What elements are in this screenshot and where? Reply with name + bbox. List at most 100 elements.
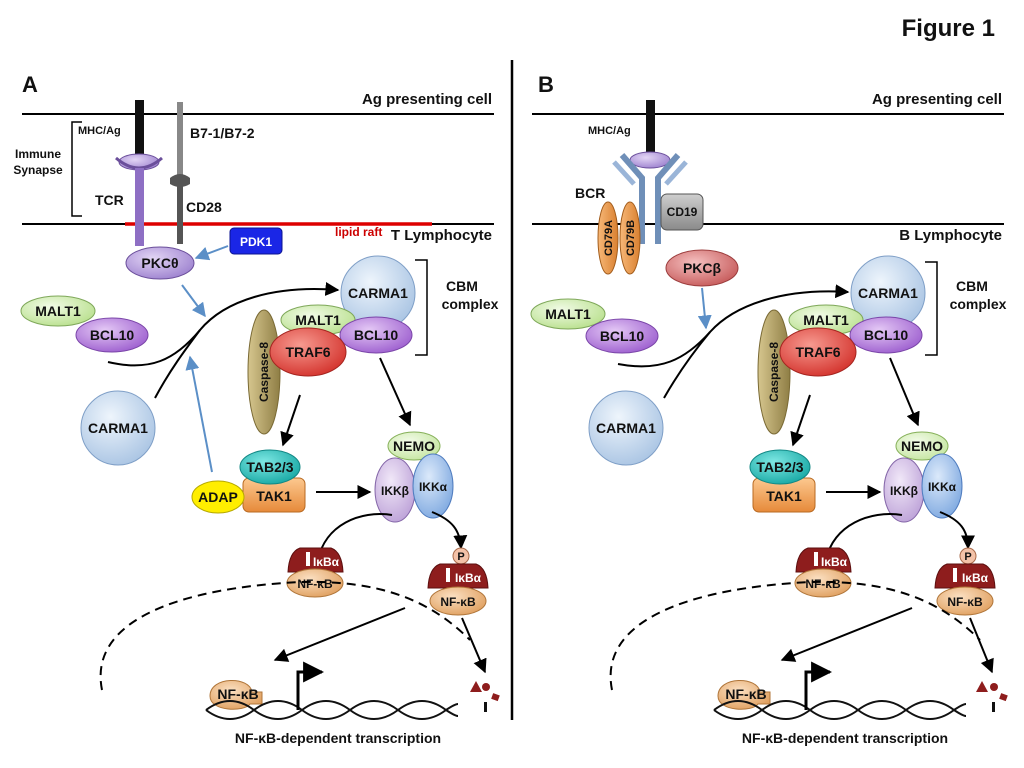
cd28-head: [170, 174, 190, 187]
bcl10-free-node: [585, 318, 659, 354]
malt1-label: MALT1: [803, 312, 849, 328]
bcl10-node: [339, 316, 413, 354]
arrow-cbm-ikk: [379, 357, 412, 427]
ikka-node: [921, 453, 963, 519]
carma1-free-label: CARMA1: [88, 420, 148, 436]
arrow-nfkb-nucleus: [780, 607, 913, 662]
tab23-label: TAB2/3: [246, 459, 293, 475]
arrow-carma1-cbm: [663, 331, 711, 399]
cd79b-node: [619, 201, 641, 275]
b7-stalk: [177, 102, 183, 176]
ikb-p-mark: [446, 568, 450, 582]
tak1-label: TAK1: [766, 488, 802, 504]
nfkb-p-node: [936, 586, 994, 616]
arrow-adap-cbm: [185, 355, 213, 473]
adap-node: [191, 480, 245, 514]
bcl10-label: BCL10: [864, 327, 909, 343]
pkc-theta-label: PKCθ: [141, 255, 178, 271]
caspase8-label: Caspase-8: [257, 342, 271, 402]
arrow-traf6-tak1: [790, 394, 811, 447]
panel-b-letter: B: [538, 72, 554, 97]
pdk1-node: [229, 227, 283, 255]
caspase8-node: [247, 309, 281, 435]
caspase8-label: Caspase-8: [767, 342, 781, 402]
tak1-label: TAK1: [256, 488, 292, 504]
apc-label: Ag presenting cell: [362, 91, 492, 108]
carma1-free-node: [80, 390, 156, 466]
malt1-free-label: MALT1: [545, 306, 591, 322]
arrow-cbm-ikk: [889, 357, 920, 427]
tab23-node: [239, 449, 301, 485]
nemo-label: NEMO: [393, 438, 435, 454]
cbm-label-1: CBM: [446, 278, 478, 294]
phospho-label: P: [457, 551, 464, 563]
nfkb-nuclear-label: NF-κB: [725, 686, 766, 702]
cd28-label: CD28: [186, 199, 222, 215]
antigen-disc: [629, 151, 671, 169]
synapse-label-1: Immune: [15, 147, 61, 161]
pkc-theta-node: [125, 246, 195, 280]
bcl10-label: BCL10: [354, 327, 399, 343]
nemo-node: [387, 431, 441, 461]
lymphocyte-label: B Lymphocyte: [899, 227, 1002, 244]
arrow-ikk-ikb: [939, 511, 975, 550]
cd79b-label: CD79B: [625, 220, 637, 256]
degradation-fragment-1: [976, 681, 988, 692]
nfkb-nuclear-label: NF-κB: [217, 686, 258, 702]
ikkb-label: IKKβ: [381, 484, 409, 498]
pdk1-label: PDK1: [240, 235, 272, 249]
nfkb-label: NF-κB: [297, 577, 333, 591]
ikb-mark: [306, 552, 310, 566]
ikb-mark: [814, 552, 818, 566]
ikb-p-node: [427, 563, 489, 589]
cbm-label-1: CBM: [956, 278, 988, 294]
nfkb-p-label: NF-κB: [947, 595, 983, 609]
malt1-label: MALT1: [295, 312, 341, 328]
traf6-node: [779, 327, 857, 377]
carma1-free-node: [588, 390, 664, 466]
malt1-free-node: [20, 295, 96, 327]
mhc-stalk: [646, 100, 655, 154]
caspase8-node: [757, 309, 791, 435]
bcl10-free-node: [75, 317, 149, 353]
cd19-label: CD19: [667, 205, 698, 219]
malt1-free-label: MALT1: [35, 303, 81, 319]
nfkb-label: NF-κB: [805, 577, 841, 591]
bcl10-node: [849, 316, 923, 354]
carma1-label: CARMA1: [348, 285, 408, 301]
bcr-heavy-chains: [619, 153, 681, 244]
arrow-pdk1-pkc: [194, 245, 229, 261]
panel-a: A Ag presenting cell T Lymphocyte lipid …: [13, 72, 500, 746]
adap-label: ADAP: [198, 489, 238, 505]
bcr-label: BCR: [575, 185, 605, 201]
degradation-fragment-3: [999, 693, 1008, 702]
nfkb-p-label: NF-κB: [440, 595, 476, 609]
cd79a-label: CD79A: [603, 220, 615, 256]
bcl10-free-label: BCL10: [90, 327, 135, 343]
figure-title: Figure 1: [902, 15, 995, 42]
mhc-stalk: [135, 100, 144, 162]
apc-label: Ag presenting cell: [872, 91, 1002, 108]
malt1-free-node: [530, 298, 606, 330]
panel-a-letter: A: [22, 72, 38, 97]
arrow-ikb-degradation: [461, 617, 487, 674]
traf6-label: TRAF6: [285, 344, 330, 360]
degradation-fragment-3: [491, 693, 500, 702]
lipid-raft-label: lipid raft: [335, 225, 382, 239]
cd19-node: [660, 193, 704, 231]
arrow-traf6-tak1: [280, 394, 301, 447]
cbm-label-2: complex: [442, 296, 499, 312]
synapse-bracket: [71, 121, 82, 217]
dna-strand-2: [713, 700, 967, 720]
tcr-label: TCR: [95, 192, 124, 208]
cbm-label-2: complex: [950, 296, 1007, 312]
traf6-label: TRAF6: [795, 344, 840, 360]
carma1-label: CARMA1: [858, 285, 918, 301]
ikb-node: [795, 547, 852, 573]
bcl10-free-label: BCL10: [600, 328, 645, 344]
ikb-label: IκBα: [821, 555, 848, 569]
arrow-pkc-cbm: [181, 284, 206, 318]
degradation-fragment-2: [482, 683, 490, 691]
transcription-start-arrow: [804, 661, 833, 710]
